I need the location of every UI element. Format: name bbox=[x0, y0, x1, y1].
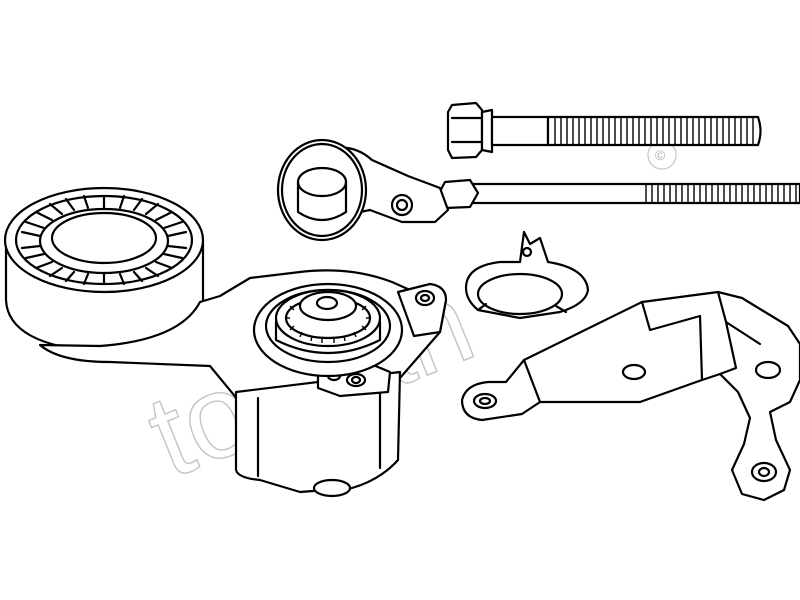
tensioner-housing bbox=[38, 269, 448, 498]
tensioner-arm-link bbox=[276, 138, 800, 242]
mounting-bracket bbox=[460, 290, 800, 502]
mounting-bolt bbox=[446, 101, 762, 160]
svg-text:©: © bbox=[655, 147, 666, 163]
spring-retainer-ring bbox=[464, 230, 590, 320]
